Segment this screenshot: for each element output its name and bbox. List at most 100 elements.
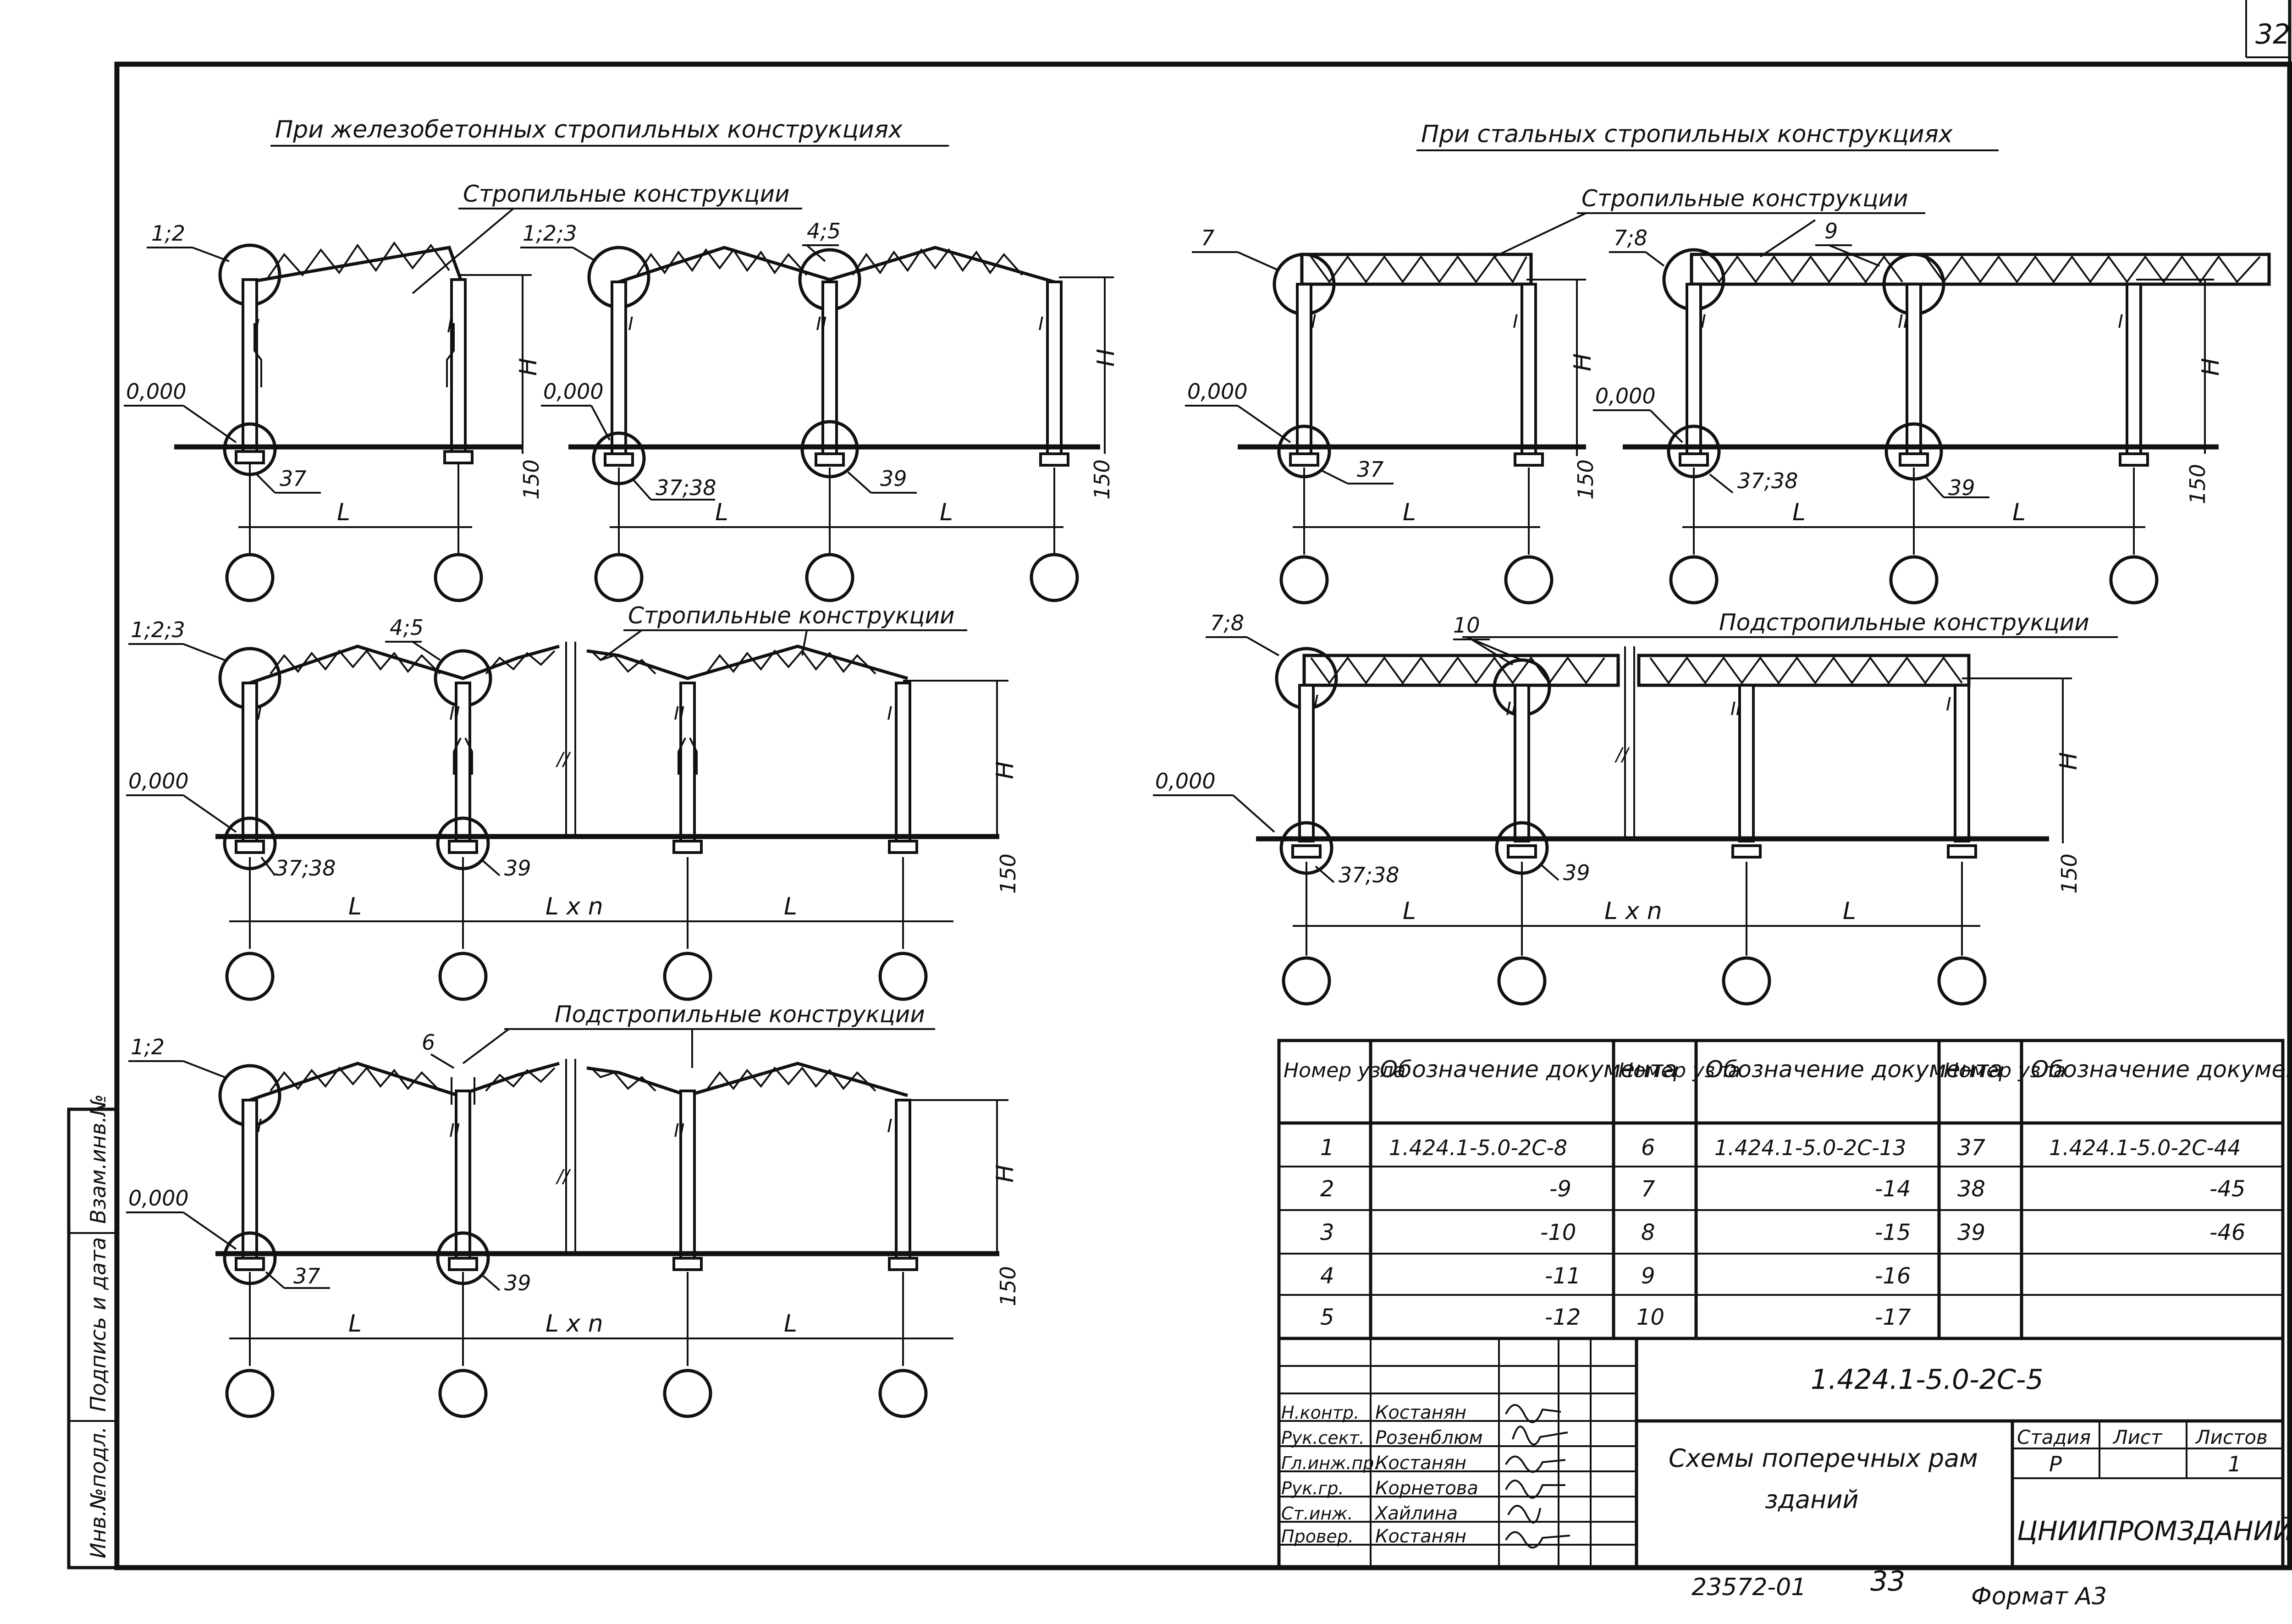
th-doc-2: Обозначение документа	[1705, 1056, 2003, 1083]
cell-r5-c2: -12	[1545, 1305, 1581, 1330]
staff-role-6: Провер.	[1281, 1526, 1354, 1547]
staff-name-6: Костанян	[1375, 1526, 1466, 1547]
page-number: 33	[1870, 1565, 1905, 1597]
span-label-3c: L	[784, 893, 797, 920]
span-label-4c: L	[784, 1310, 797, 1338]
cell-r5-c4: -17	[1875, 1305, 1911, 1330]
svg-text:II: II	[1506, 699, 1517, 720]
span-label-3b: L x n	[545, 893, 603, 920]
archive-number: 23572-01	[1691, 1574, 1806, 1601]
svg-text:I: I	[257, 703, 262, 724]
cell-r2-c3: 7	[1641, 1176, 1655, 1202]
frame-diagram-3: 1;2;3 4;5 Стропильные конструкции // I I…	[126, 602, 1020, 1001]
cell-r2-c4: -14	[1875, 1176, 1911, 1202]
base-offset-7: 150	[2057, 853, 2082, 894]
svg-text:I: I	[887, 703, 893, 724]
span-label-6b: L	[2012, 499, 2026, 526]
staff-role-3: Гл.инж.пр.	[1281, 1453, 1379, 1473]
subrafter-label-7: Подстропильные конструкции	[1719, 609, 2089, 636]
span-label-3a: L	[348, 893, 362, 920]
height-label-6: H	[2197, 358, 2225, 376]
frame-diagram-6: 7;8 9 I II I H 0,000 37;38 39 150	[1593, 219, 2271, 605]
node-label-3-botleft: 37;38	[275, 856, 336, 881]
node-label-3-topleft: 1;2;3	[131, 617, 185, 642]
svg-text:I: I	[887, 1116, 893, 1137]
node-label-4-topmid: 6	[422, 1030, 435, 1055]
rafter-label-3: Стропильные конструкции	[628, 602, 954, 629]
signature-4	[1505, 1480, 1565, 1499]
svg-text://: //	[556, 749, 571, 770]
span-label-4b: L x n	[545, 1310, 603, 1338]
staff-role-5: Ст.инж.	[1281, 1503, 1353, 1524]
height-label-5: H	[1569, 353, 1597, 371]
zero-mark-2: 0,000	[543, 379, 604, 404]
stage-header: Стадия	[2017, 1426, 2091, 1448]
svg-text:II: II	[674, 1120, 685, 1141]
cell-r1-c3: 6	[1641, 1135, 1655, 1161]
height-label-3: H	[992, 761, 1019, 779]
zero-mark-3: 0,000	[128, 769, 189, 793]
title-block: Н.контр. Костанян Рук.сект. Розенблюм Гл…	[1277, 1337, 2292, 1569]
span-label-7b: L x n	[1604, 897, 1662, 925]
drawing-title-line1: Схемы поперечных рам	[1669, 1444, 1978, 1473]
cell-r4-c3: 9	[1641, 1263, 1655, 1289]
node-label-1-top: 1;2	[151, 221, 185, 246]
sheets-header: Листов	[2195, 1426, 2268, 1448]
staff-name-4: Корнетова	[1375, 1478, 1478, 1499]
frame-diagram-2: 1;2;3 4;5 I II I 0,000 37;38 39 H	[520, 219, 1120, 602]
svg-text:I: I	[1311, 311, 1317, 332]
svg-text:II: II	[1730, 699, 1741, 720]
node-label-6-topleft: 7;8	[1614, 226, 1647, 250]
frame-diagram-7: Подстропильные конструкции 7;8 10 // I I…	[1153, 609, 2118, 1006]
sheet-number: 32	[2255, 18, 2290, 50]
node-label-2-botleft: 37;38	[656, 475, 716, 500]
node-label-5-bot: 37	[1357, 457, 1384, 482]
organization-name: ЦНИИПРОМЗДАНИЙ	[2017, 1515, 2292, 1547]
th-node-1: Номер узла	[1284, 1059, 1406, 1082]
stage-value: Р	[2049, 1452, 2062, 1476]
base-offset-4: 150	[996, 1266, 1020, 1306]
paper-format: Формат А3	[1971, 1583, 2107, 1610]
node-label-6-botmid: 39	[1948, 475, 1975, 500]
staff-name-1: Костанян	[1375, 1402, 1466, 1423]
span-label-4a: L	[348, 1310, 362, 1338]
span-label-7a: L	[1403, 897, 1416, 925]
cell-r1-c2: 1.424.1-5.0-2С-8	[1389, 1135, 1567, 1160]
node-label-7-botmid: 39	[1563, 860, 1590, 885]
steel-section-title: При стальных стропильных конструкциях	[1421, 121, 1953, 148]
cell-r3-c6: -46	[2209, 1220, 2245, 1245]
span-label-5: L	[1403, 499, 1416, 526]
svg-text:II: II	[674, 703, 685, 724]
staff-role-2: Рук.сект.	[1281, 1428, 1365, 1448]
span-label-7c: L	[1843, 897, 1856, 925]
cell-r2-c6: -45	[2209, 1176, 2245, 1202]
node-label-6-botleft: 37;38	[1737, 468, 1798, 493]
cell-r1-c6: 1.424.1-5.0-2С-44	[2049, 1135, 2241, 1160]
svg-text:I: I	[1038, 314, 1044, 335]
zero-mark-5: 0,000	[1187, 379, 1248, 404]
svg-text:I: I	[1946, 694, 1951, 715]
signature-6	[1505, 1531, 1570, 1549]
signature-2	[1512, 1426, 1568, 1446]
zero-mark-4: 0,000	[128, 1186, 189, 1211]
sheet-header: Лист	[2112, 1426, 2163, 1448]
span-label-2a: L	[715, 499, 728, 526]
side-stamp: Инв.№подл. Подпись и дата Взам.инв.№	[67, 1094, 119, 1569]
span-label-1: L	[337, 499, 350, 526]
signature-3	[1505, 1455, 1566, 1473]
cell-r4-c2: -11	[1545, 1263, 1581, 1289]
node-label-7-topmid: 10	[1453, 613, 1480, 638]
staff-role-1: Н.контр.	[1281, 1403, 1359, 1423]
span-label-6a: L	[1792, 499, 1806, 526]
signature-5	[1507, 1505, 1541, 1524]
node-label-1-bot: 37	[280, 466, 307, 491]
node-label-4-top: 1;2	[131, 1035, 165, 1059]
base-offset-1: 150	[519, 459, 544, 500]
sheets-value: 1	[2228, 1452, 2241, 1476]
node-reference-table: Номер узла Обозначение документа Номер у…	[1277, 1039, 2292, 1340]
cell-r4-c1: 4	[1320, 1263, 1334, 1289]
node-label-6-topmid: 9	[1824, 219, 1838, 243]
cell-r3-c4: -15	[1875, 1220, 1911, 1245]
staff-role-4: Рук.гр.	[1281, 1478, 1344, 1498]
signature-1	[1505, 1404, 1561, 1423]
